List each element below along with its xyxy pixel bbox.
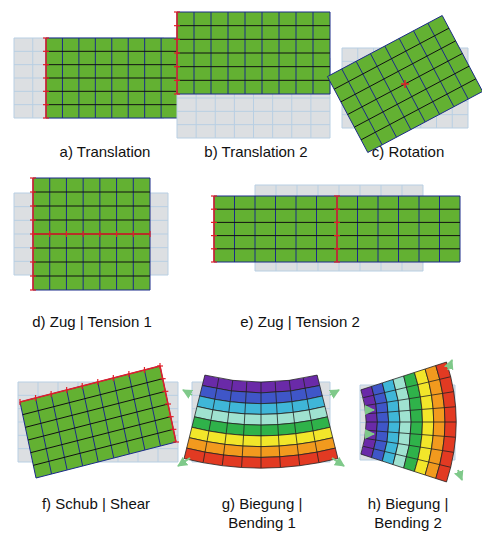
panel-caption: a) Translation [30, 142, 180, 161]
boundary-marker [43, 38, 49, 118]
load-arrow [366, 433, 374, 435]
boundary-marker [33, 231, 150, 237]
deformed-grid [20, 366, 176, 478]
panel-caption: d) Zug | Tension 1 [7, 312, 177, 331]
load-arrow [448, 360, 452, 370]
deformed-grid [214, 196, 460, 262]
panel-caption: h) Biegung | Bending 2 [354, 494, 462, 532]
boundary-marker [30, 178, 36, 290]
bending-fan [361, 362, 456, 482]
load-arrow [178, 458, 190, 466]
deformed-grid [327, 16, 482, 153]
boundary-marker [174, 12, 180, 94]
load-arrow [332, 458, 344, 466]
panel-caption: f) Schub | Shear [16, 494, 176, 513]
boundary-marker [157, 366, 179, 442]
load-arrow [458, 470, 462, 480]
boundary-marker [20, 363, 160, 405]
boundary-marker [334, 196, 340, 262]
load-arrow [330, 390, 339, 395]
panel-caption: b) Translation 2 [181, 142, 331, 161]
bending-beam [184, 375, 338, 468]
deformed-grid [177, 12, 330, 94]
deformed-grid [33, 178, 150, 290]
rotation-center [401, 80, 409, 88]
load-arrow [183, 390, 192, 395]
panel-caption: e) Zug | Tension 2 [215, 312, 385, 331]
panel-caption: g) Biegung | Bending 1 [203, 494, 321, 532]
load-arrow [366, 409, 374, 411]
deformed-grid [46, 38, 194, 118]
panel-caption: c) Rotation [348, 142, 468, 161]
boundary-marker [211, 196, 217, 262]
